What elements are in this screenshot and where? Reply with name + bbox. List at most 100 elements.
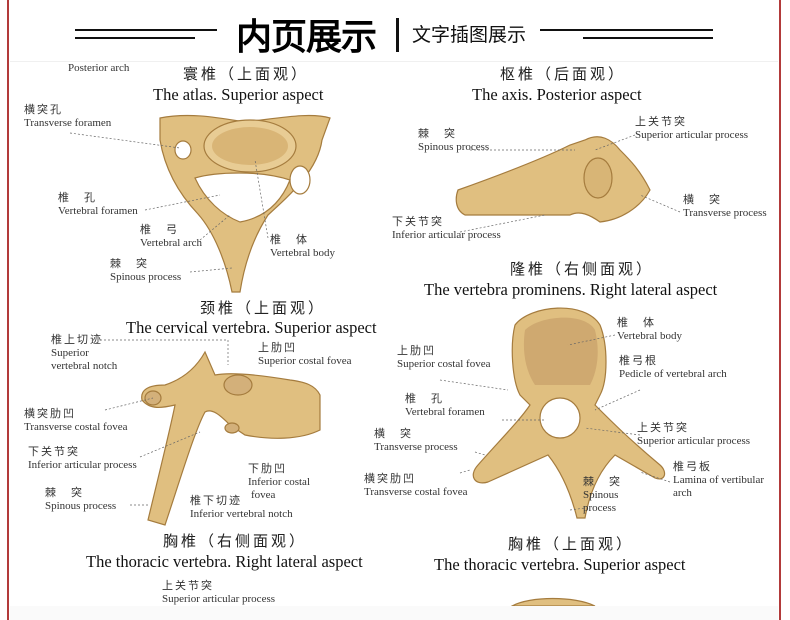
label-cn: 下关节突 [392, 216, 444, 228]
label-cn: 椎上切迹 [51, 334, 103, 346]
label-cn: 椎 体 [617, 317, 656, 329]
label-cn: 横突孔 [24, 104, 63, 116]
label-en: Transverse costal fovea [364, 486, 468, 498]
label-en: Spinous process [418, 141, 490, 153]
label-en: Spinous [583, 489, 619, 501]
page-bottom-edge [10, 606, 778, 620]
label-en: Superior costal fovea [258, 355, 352, 367]
thoracic-lateral-illustration [141, 350, 321, 526]
label-cn: 横 突 [374, 428, 413, 440]
label-cn: 横突肋凹 [24, 408, 76, 420]
header-rule [75, 37, 195, 39]
cervical-title-cn: 颈椎（上面观） [200, 301, 327, 317]
label-en: Inferior articular process [28, 459, 137, 471]
thoracic-superior-title-cn: 胸椎（上面观） [508, 537, 635, 553]
label-en: Transverse process [683, 207, 767, 219]
label-en: Vertebral body [270, 247, 336, 259]
prominens-title-en: The vertebra prominens. Right lateral as… [424, 280, 718, 299]
label-cn: 棘 突 [583, 476, 622, 488]
label-cn: 棘 突 [45, 487, 84, 499]
label-en: Transverse process [374, 441, 458, 453]
cervical-title-en: The cervical vertebra. Superior aspect [126, 318, 377, 337]
header-rule [75, 29, 217, 31]
label-en: Vertebral arch [140, 237, 202, 249]
thoracic-lateral-title-en: The thoracic vertebra. Right lateral asp… [86, 552, 363, 571]
atlas-title-cn: 寰椎（上面观） [183, 67, 310, 83]
label-cn: 椎 体 [270, 234, 309, 246]
label-cn: 下关节突 [28, 446, 80, 458]
label-en: Superior articular process [637, 435, 751, 447]
label-cn: 椎 弓 [140, 224, 179, 236]
header-subtitle: 文字插图展示 [412, 24, 527, 46]
label-cn: 椎 孔 [58, 192, 97, 204]
divider [10, 61, 778, 62]
label-en: Superior [51, 347, 89, 359]
label-en: Vertebral foramen [405, 406, 485, 418]
label-cn: 棘 突 [110, 258, 149, 270]
label-en: Posterior arch [68, 62, 130, 74]
axis-title-en: The axis. Posterior aspect [472, 85, 642, 104]
label-en: Transverse foramen [24, 117, 112, 129]
label-en: Inferior vertebral notch [190, 508, 293, 520]
header-title: 内页展示 [236, 17, 377, 58]
label-en: Transverse costal fovea [24, 421, 128, 433]
thoracic-lateral-title-cn: 胸椎（右侧面观） [163, 534, 308, 550]
header-rule [540, 29, 713, 31]
label-en: Vertebral body [617, 330, 683, 342]
label-cn: 上关节突 [635, 116, 687, 128]
label-cn: 上肋凹 [258, 342, 297, 354]
label-en: Superior articular process [635, 129, 749, 141]
label-cn: 下肋凹 [248, 463, 287, 475]
label-en: vertebral notch [51, 360, 118, 372]
label-cn: 横突肋凹 [364, 473, 416, 485]
frame-left [7, 0, 9, 620]
label-cn: 上肋凹 [397, 345, 436, 357]
label-en: arch [673, 487, 692, 499]
label-cn: 椎弓根 [619, 355, 658, 367]
axis-title-cn: 枢椎（后面观） [500, 67, 627, 83]
label-cn: 椎下切迹 [190, 495, 242, 507]
label-en: Spinous process [110, 271, 182, 283]
label-en: Inferior articular process [392, 229, 501, 241]
label-en: fovea [251, 489, 276, 501]
label-cn: 椎 孔 [405, 393, 444, 405]
label-cn: 横 突 [683, 194, 722, 206]
prominens-title-cn: 隆椎（右侧面观） [510, 262, 655, 278]
frame-right [779, 0, 781, 620]
label-cn: 上关节突 [162, 580, 214, 592]
leader-lines [69, 132, 681, 511]
label-en: Spinous process [45, 500, 117, 512]
label-en: Superior articular process [162, 593, 276, 605]
label-en: Vertebral foramen [58, 205, 138, 217]
label-en: process [583, 502, 616, 514]
label-en: Superior costal fovea [397, 358, 491, 370]
thoracic-superior-title-en: The thoracic vertebra. Superior aspect [434, 555, 686, 574]
header-rule [583, 37, 713, 39]
label-cn: 椎弓板 [673, 461, 712, 473]
atlas-title-en: The atlas. Superior aspect [153, 85, 324, 104]
